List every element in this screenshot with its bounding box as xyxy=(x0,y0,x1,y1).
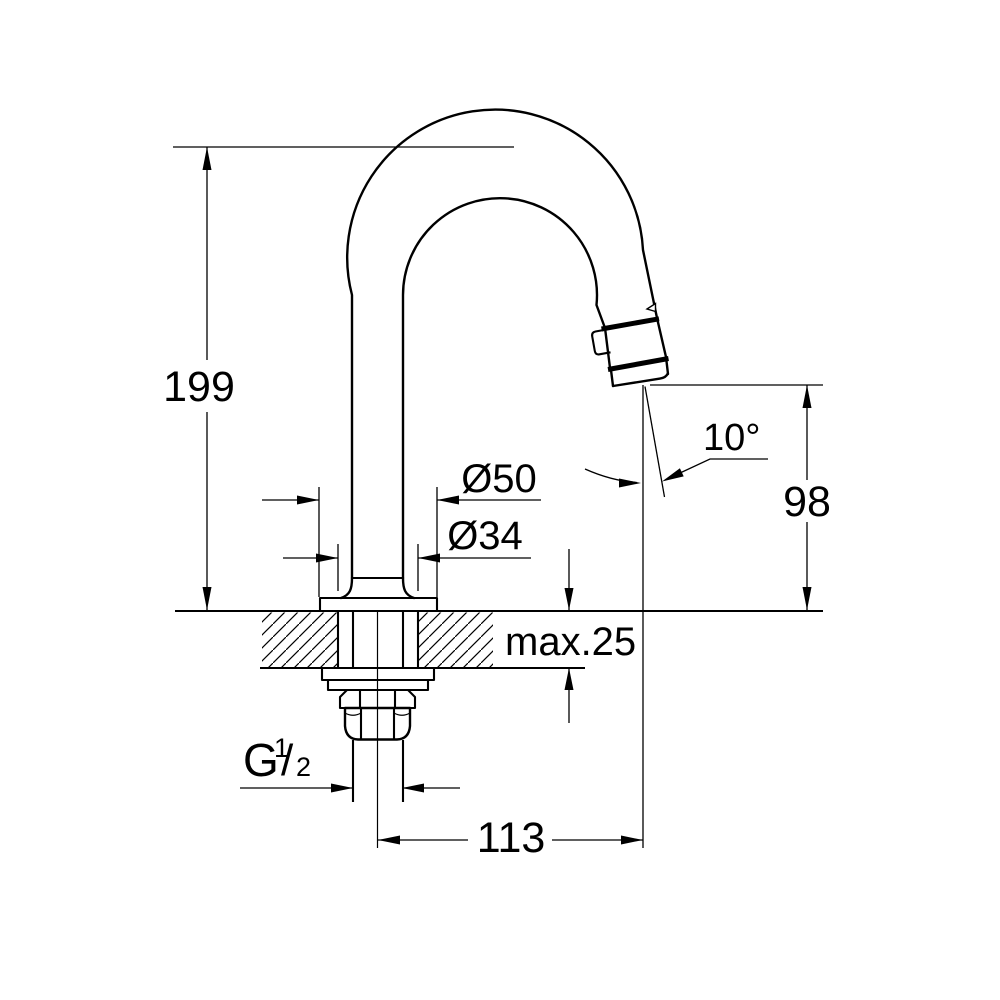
arrowhead-right xyxy=(621,835,643,845)
deck-thickness-label: max.25 xyxy=(505,620,636,664)
threaded-tube xyxy=(351,740,405,802)
arrowhead-down xyxy=(802,587,812,610)
faucet-spout-outline xyxy=(318,108,670,613)
angle-sweep-arc xyxy=(584,468,638,484)
aerator-outlet-face xyxy=(611,372,669,388)
deck-hatch-right xyxy=(418,612,493,668)
mounting-nut xyxy=(343,706,412,741)
arrowhead-down xyxy=(202,587,212,610)
dimension-outlet-angle: 10° xyxy=(584,386,768,498)
dim-lines xyxy=(262,487,541,597)
outlet-height-label: 98 xyxy=(783,478,831,526)
dimension-thread: G 1 / 2 xyxy=(240,733,460,793)
arrowhead-leader xyxy=(662,468,684,482)
arrowhead-right xyxy=(297,495,319,505)
arrowhead-right xyxy=(316,553,338,563)
aerator-band-bottom xyxy=(607,356,669,372)
thread-denominator-label: 2 xyxy=(296,752,311,782)
hex-adapter xyxy=(338,688,417,710)
arrowhead-right xyxy=(331,783,353,793)
arrowhead-up xyxy=(564,668,574,690)
deck-section xyxy=(175,609,823,670)
dimension-total-height: 199 xyxy=(163,146,514,610)
thread-letter-label: G xyxy=(243,734,279,786)
dimension-projection: 113 xyxy=(378,385,644,862)
escutcheon-diameter-label: Ø50 xyxy=(461,457,537,501)
bell-flare-left xyxy=(339,576,354,600)
projection-label: 113 xyxy=(477,814,546,862)
mounting-hardware xyxy=(320,611,436,848)
spout-outer-contour xyxy=(346,108,659,580)
body-diameter-label: Ø34 xyxy=(447,514,523,558)
arrowhead-left xyxy=(418,553,440,563)
outlet-angle-label: 10° xyxy=(703,417,760,459)
shank-through-deck xyxy=(351,611,405,668)
bell-flare-right xyxy=(401,576,416,600)
arrowhead-up xyxy=(202,147,212,170)
aerator-band-top xyxy=(601,316,660,332)
arrowhead-left xyxy=(378,835,400,845)
deck-hatch-left xyxy=(262,612,338,668)
arrowhead-sweep xyxy=(619,478,641,488)
aerator-side-tab xyxy=(591,328,611,356)
thread-numerator-label: 1 xyxy=(274,733,289,763)
thread-slash-label: / xyxy=(281,736,294,785)
body-through-deck xyxy=(336,611,420,668)
aerator-left-edge xyxy=(603,326,615,388)
arrowhead-left xyxy=(437,495,459,505)
aerator-right-edge xyxy=(655,316,670,376)
total-height-label: 199 xyxy=(163,363,235,411)
arrowhead-left xyxy=(402,783,424,793)
stream-direction-line xyxy=(644,386,666,498)
dimension-escutcheon-diameter: Ø50 xyxy=(262,457,541,597)
arrowhead-up xyxy=(802,385,812,408)
dimension-deck-thickness: max.25 xyxy=(505,549,636,723)
arrowhead-down xyxy=(564,588,574,610)
spout-inner-contour xyxy=(401,196,607,580)
escutcheon-flange xyxy=(318,596,439,613)
nut-chamfer-arcs xyxy=(344,712,411,716)
edge-mark-icon xyxy=(645,302,657,313)
dimension-outlet-height: 98 xyxy=(650,384,831,610)
dim-lines xyxy=(283,544,531,591)
dimension-body-diameter: Ø34 xyxy=(283,514,531,591)
